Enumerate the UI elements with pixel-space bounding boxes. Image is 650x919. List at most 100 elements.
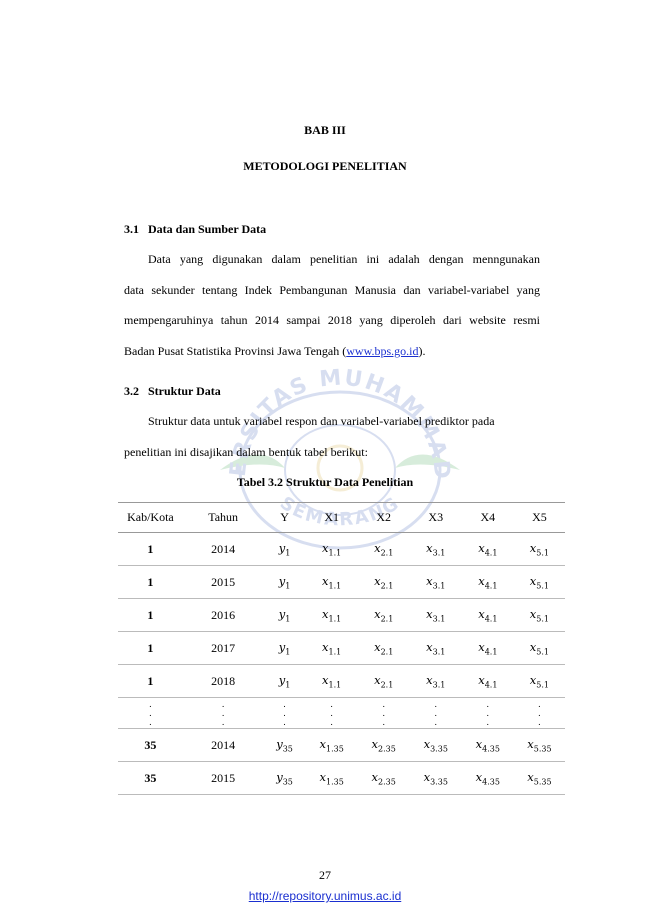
cell-y: y1 [263, 565, 306, 599]
paragraph-text: ). [418, 343, 426, 358]
cell-kab-kota: 1 [118, 598, 183, 632]
cell-kab-kota: 35 [118, 728, 183, 762]
cell-x2: x2.1 [357, 532, 410, 566]
math-variable: x5.35 [527, 769, 552, 787]
cell-x5: x5.1 [513, 631, 565, 665]
ellipsis-dot: . [149, 698, 152, 709]
cell-tahun: 2014 [182, 532, 264, 566]
cell-x4: x4.35 [461, 761, 514, 795]
paragraph-line: Badan Pusat Statistika Provinsi Jawa Ten… [124, 336, 540, 367]
variable-subscript: 4.35 [482, 744, 500, 754]
variable-subscript: 5.35 [533, 744, 552, 754]
page-number: 27 [319, 868, 331, 882]
ellipsis-row: ........................ [118, 697, 565, 729]
ellipsis-dot: . [149, 716, 152, 727]
column-header: X2 [357, 502, 410, 533]
variable-subscript: 2.1 [380, 647, 394, 657]
paragraph-line: penelitian ini disajikan dalam bentuk ta… [124, 444, 368, 459]
chapter-label: BAB III [304, 123, 346, 137]
cell-kab-kota: 1 [118, 631, 183, 665]
cell-x5: x5.35 [513, 728, 565, 762]
cell-y: y1 [263, 598, 306, 632]
paragraph-line: mempengaruhinya tahun 2014 sampai 2018 y… [124, 313, 540, 327]
table-header-row: Kab/Kota Tahun Y X1 X2 X3 X4 X5 [118, 502, 565, 533]
cell-x1: x1.1 [305, 565, 358, 599]
math-variable: x1.35 [319, 736, 344, 754]
cell-tahun: 2016 [182, 598, 264, 632]
cell-x1: x1.35 [305, 761, 358, 795]
cell-tahun: 2015 [182, 565, 264, 599]
ellipsis-cell: ... [182, 697, 264, 729]
cell-x3: x3.1 [409, 565, 462, 599]
column-header: X4 [461, 502, 514, 533]
variable-subscript: 2.1 [380, 680, 394, 690]
cell-tahun: 2015 [182, 761, 264, 795]
ellipsis-dot: . [222, 707, 225, 718]
cell-x3: x3.35 [409, 728, 462, 762]
variable-subscript: 35 [282, 744, 293, 754]
variable-subscript: 2.35 [378, 777, 396, 787]
cell-y: y1 [263, 631, 306, 665]
cell-x1: x1.1 [305, 664, 358, 698]
ellipsis-dot: . [330, 698, 333, 709]
bps-website-link[interactable]: www.bps.go.id [346, 343, 419, 358]
repository-link[interactable]: http://repository.unimus.ac.id [248, 889, 402, 903]
math-variable: x3.1 [426, 672, 446, 690]
math-variable: y1 [278, 639, 291, 657]
math-variable: x1.1 [322, 540, 342, 558]
variable-subscript: 4.35 [482, 777, 500, 787]
variable-subscript: 1 [285, 680, 291, 690]
variable-subscript: 1.1 [328, 581, 342, 591]
variable-subscript: 1.1 [328, 680, 342, 690]
footer: http://repository.unimus.ac.id [0, 889, 650, 903]
ellipsis-cell: ... [305, 697, 358, 729]
cell-x3: x3.35 [409, 761, 462, 795]
variable-subscript: 4.1 [484, 647, 498, 657]
ellipsis-dot: . [283, 707, 286, 718]
cell-y: y35 [263, 761, 306, 795]
math-variable: y1 [278, 573, 291, 591]
paragraph-line: Data yang digunakan dalam penelitian ini… [148, 252, 540, 266]
ellipsis-dot: . [434, 716, 437, 727]
variable-subscript: 3.1 [432, 614, 446, 624]
section-number: 3.2 [124, 384, 139, 398]
math-variable: x4.1 [478, 540, 498, 558]
variable-subscript: 5.1 [536, 647, 550, 657]
variable-subscript: 2.1 [380, 581, 394, 591]
variable-subscript: 1.1 [328, 647, 342, 657]
math-variable: x2.1 [374, 639, 394, 657]
ellipsis-dot: . [434, 698, 437, 709]
variable-subscript: 3.35 [430, 777, 448, 787]
ellipsis-cell: ... [357, 697, 410, 729]
variable-subscript: 1.35 [326, 744, 344, 754]
math-variable: x3.1 [426, 606, 446, 624]
math-variable: x4.1 [478, 672, 498, 690]
cell-x1: x1.1 [305, 532, 358, 566]
math-variable: x2.1 [374, 606, 394, 624]
cell-x2: x2.1 [357, 631, 410, 665]
math-variable: x5.1 [529, 573, 550, 591]
column-header: Y [263, 502, 306, 533]
column-header: Kab/Kota [118, 502, 183, 533]
cell-x4: x4.1 [461, 598, 514, 632]
math-variable: x5.1 [529, 540, 550, 558]
cell-x5: x5.1 [513, 664, 565, 698]
cell-y: y1 [263, 664, 306, 698]
cell-x1: x1.1 [305, 631, 358, 665]
cell-x4: x4.1 [461, 664, 514, 698]
variable-subscript: 1 [285, 548, 291, 558]
cell-kab-kota: 35 [118, 761, 183, 795]
ellipsis-dot: . [330, 716, 333, 727]
chapter-title: METODOLOGI PENELITIAN [243, 159, 407, 173]
column-header: X5 [513, 502, 565, 533]
math-variable: x2.35 [371, 769, 396, 787]
cell-x2: x2.35 [357, 761, 410, 795]
ellipsis-cell: ... [461, 697, 514, 729]
cell-x2: x2.1 [357, 664, 410, 698]
